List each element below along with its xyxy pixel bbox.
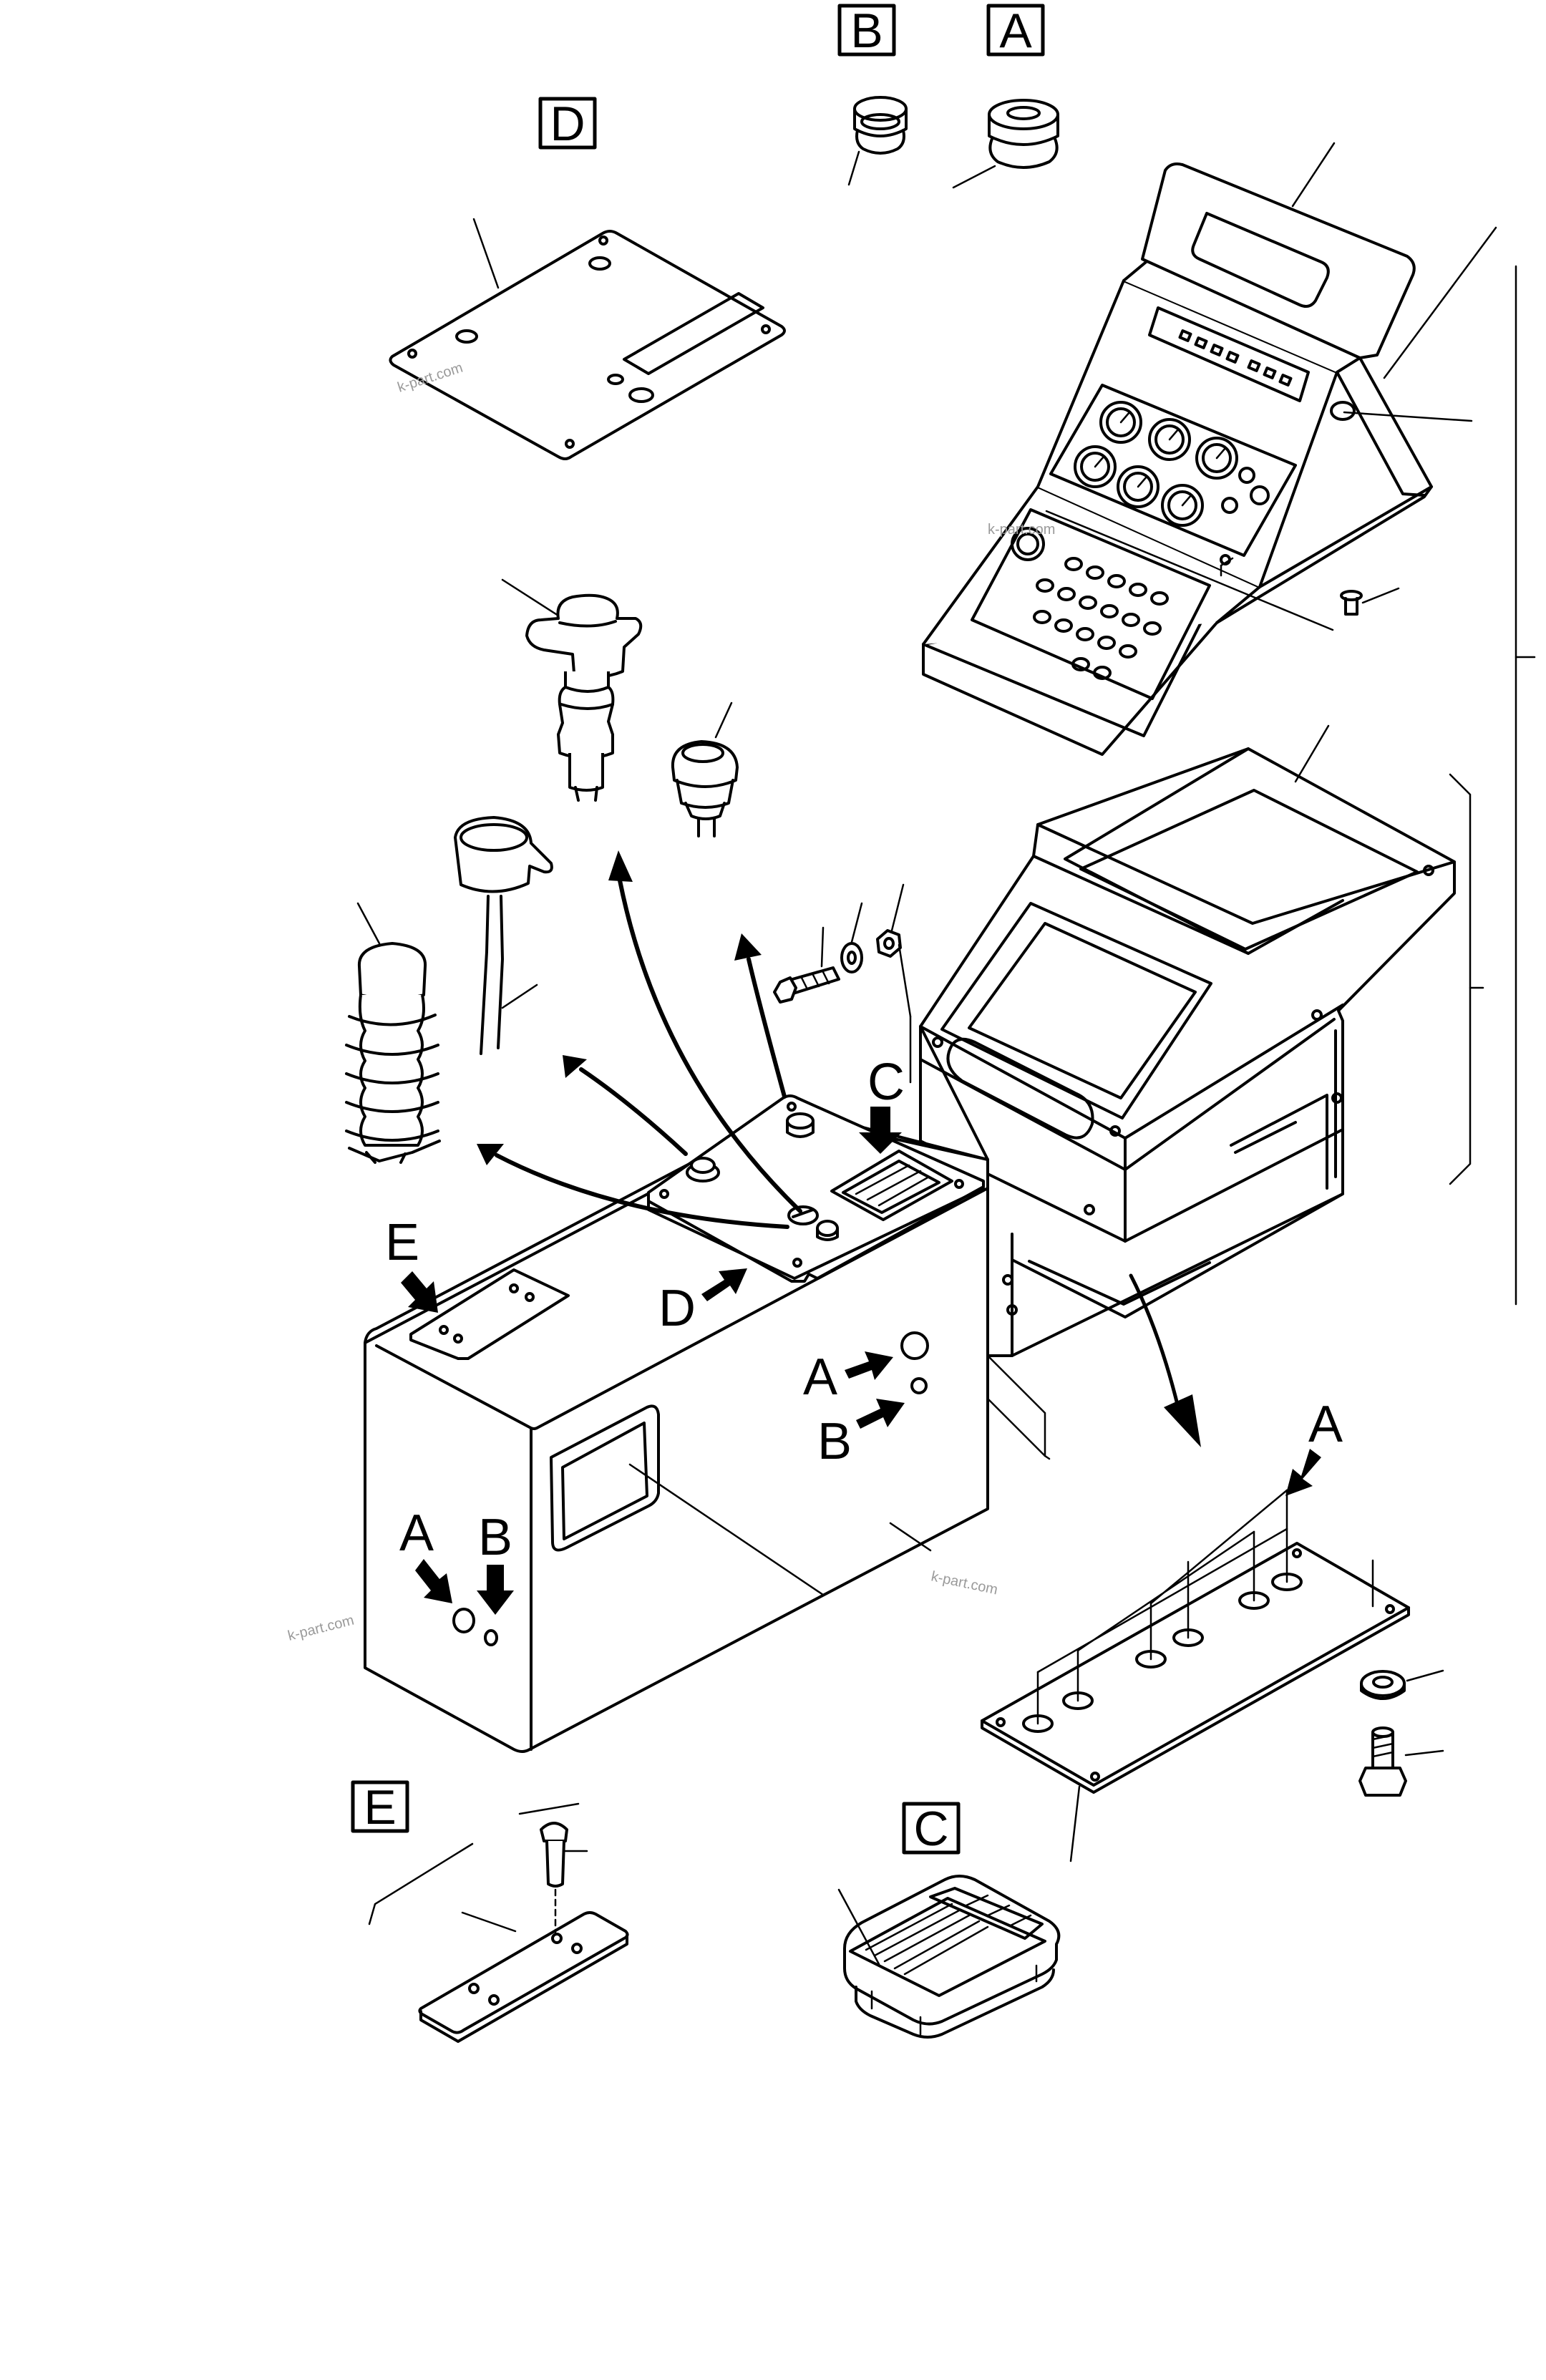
svg-text:A: A: [399, 1505, 434, 1562]
svg-text:C: C: [867, 1054, 905, 1111]
svg-text:D: D: [658, 1280, 696, 1337]
svg-text:E: E: [385, 1214, 419, 1271]
callout-c-top: C: [859, 1054, 905, 1154]
console-frame: [919, 724, 1456, 1460]
mounting-plate: [981, 1489, 1410, 1862]
svg-text:A: A: [999, 4, 1032, 58]
detail-label-e: E: [351, 1780, 409, 1835]
callout-b-right: B: [817, 1399, 905, 1470]
detail-label-b: B: [837, 4, 896, 58]
callout-a-plate: A: [1285, 1396, 1343, 1496]
callout-d-mid: D: [658, 1268, 747, 1337]
svg-text:B: B: [478, 1509, 512, 1566]
bolt-washer-nut: [773, 883, 912, 1084]
svg-text:A: A: [1308, 1396, 1343, 1453]
svg-text:D: D: [550, 97, 585, 151]
washer-and-bolt: [1358, 1669, 1444, 1797]
detail-c-ashtray: [837, 1875, 1061, 2039]
grommet-large-a: [952, 99, 1059, 189]
callout-e-top: E: [385, 1214, 438, 1313]
callout-a-left: A: [399, 1505, 452, 1603]
svg-text:A: A: [803, 1349, 837, 1406]
svg-text:k-part.com: k-part.com: [988, 522, 1055, 538]
svg-text:k-part.com: k-part.com: [930, 1568, 999, 1598]
detail-label-c: C: [902, 1802, 961, 1856]
svg-text:E: E: [364, 1780, 396, 1835]
cover-plate-d: [389, 218, 786, 460]
detail-label-a: A: [986, 4, 1045, 58]
svg-text:C: C: [913, 1802, 948, 1856]
push-button-switch: [671, 701, 739, 837]
arrow-console-to-plate: [1129, 1273, 1201, 1447]
svg-text:k-part.com: k-part.com: [286, 1613, 356, 1644]
cigarette-lighter: [501, 578, 643, 802]
callout-a-right: A: [803, 1349, 893, 1406]
grommet-small-b: [847, 96, 908, 186]
assembly-brackets: [1449, 265, 1536, 1306]
main-console-box: [364, 1094, 989, 1753]
svg-text:B: B: [850, 4, 883, 58]
instrument-panel: [922, 142, 1497, 756]
callout-b-left: B: [477, 1509, 514, 1615]
svg-text:B: B: [817, 1413, 852, 1470]
spring-switch: [345, 902, 441, 1164]
socket-with-cable: [454, 816, 553, 1055]
assembly-arrows: [477, 850, 802, 1229]
detail-e-plate-screw: [368, 1802, 629, 2043]
detail-label-d: D: [538, 97, 597, 151]
